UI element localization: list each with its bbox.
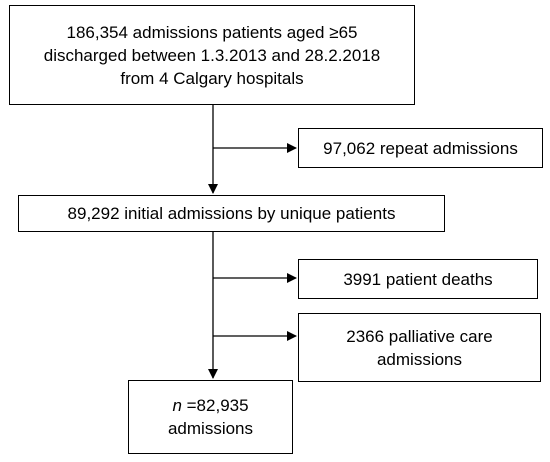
initial-admissions-box: 89,292 initial admissions by unique pati… [18,195,445,232]
total-line-2: discharged between 1.3.2013 and 28.2.201… [43,45,381,65]
final-count: =82,935 [181,396,249,415]
final-line-2: admissions [167,419,254,438]
total-line-3: from 4 Calgary hospitals [120,68,304,88]
total-line-1: 186,354 admissions patients aged ≥65 [66,22,358,42]
deaths-line-1: 3991 patient deaths [343,269,493,289]
palliative-line-1: 2366 palliative care [346,326,493,346]
initial-line-1: 89,292 initial admissions by unique pati… [67,204,396,223]
total-admissions-box: 186,354 admissions patients aged ≥65 dis… [9,5,415,105]
final-line-1: n =82,935 [172,394,248,417]
repeat-line-1: 97,062 repeat admissions [323,138,518,158]
palliative-line-2: admissions [376,349,463,369]
n-symbol: n [172,396,182,415]
repeat-admissions-box: 97,062 repeat admissions [298,128,543,168]
patient-deaths-box: 3991 patient deaths [298,259,538,299]
final-cohort-box: n =82,935 admissions [128,380,293,454]
palliative-care-box: 2366 palliative care admissions [298,313,541,382]
